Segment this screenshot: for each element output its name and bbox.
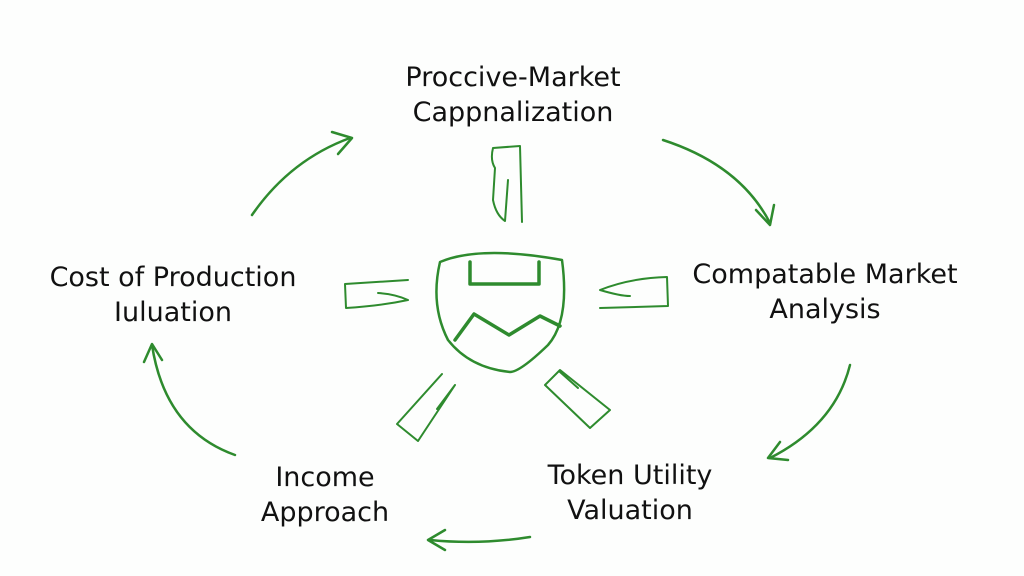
node-top-line-2: Cappnalization xyxy=(412,97,614,128)
pointer-icon-bottom-left xyxy=(396,373,456,442)
node-bottom-right-label: Token Utility Valuation xyxy=(548,458,713,528)
node-left-line-1: Cost of Production xyxy=(49,262,297,293)
node-right-label: Compatable Market Analysis xyxy=(692,257,957,327)
node-right-line-2: Analysis xyxy=(769,294,881,325)
node-bottom-left-line-2: Approach xyxy=(260,497,390,528)
arrow-left-to-top xyxy=(250,130,354,217)
node-bottom-right-line-2: Valuation xyxy=(567,495,693,526)
node-bottom-right-line-1: Token Utility xyxy=(547,460,713,491)
pointer-icon-top xyxy=(490,145,523,223)
pointer-icon-right xyxy=(599,276,669,309)
node-top-line-1: Proccive-Market xyxy=(405,62,621,93)
shield-chart-icon xyxy=(435,251,566,374)
arrow-top-to-right xyxy=(661,138,776,227)
arrow-bottom-right-to-bottom-left xyxy=(426,528,532,552)
node-bottom-left-label: Income Approach xyxy=(261,460,389,530)
node-top-label: Proccive-Market Cappnalization xyxy=(405,60,620,130)
arrow-right-to-bottom-right xyxy=(766,363,852,462)
pointer-icon-left xyxy=(344,279,409,309)
pointer-icon-bottom-right xyxy=(544,369,611,429)
node-right-line-1: Compatable Market xyxy=(692,259,958,290)
arrow-bottom-left-to-left xyxy=(142,342,237,457)
node-left-label: Cost of Production Iuluation xyxy=(50,260,297,330)
node-left-line-2: Iuluation xyxy=(114,297,232,328)
node-bottom-left-line-1: Income xyxy=(275,462,375,493)
